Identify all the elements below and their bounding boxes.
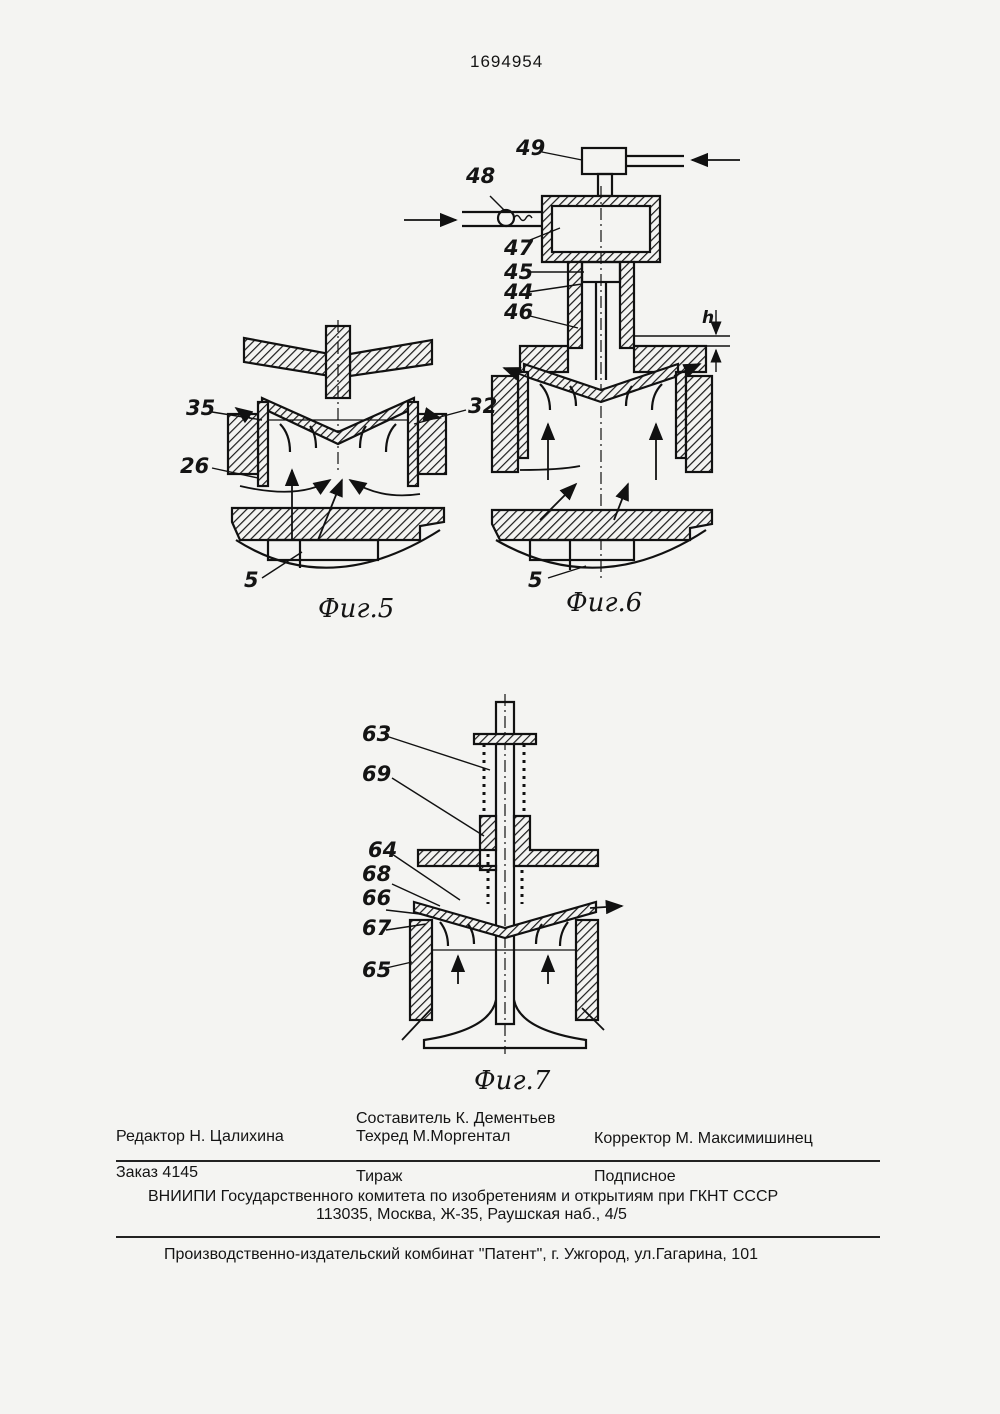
fig7-label-66: 66 (362, 888, 391, 909)
fig6-label-49: 49 (516, 138, 545, 159)
footer-publisher: Производственно-издательский комбинат "П… (164, 1246, 758, 1264)
footer-subscription: Подписное (594, 1168, 676, 1186)
fig5-label-32: 32 (468, 396, 497, 417)
fig6-label-h: h (702, 310, 714, 327)
fig5-label-26: 26 (180, 456, 209, 477)
fig7-label-67: 67 (362, 918, 391, 939)
footer-rule-bottom (116, 1236, 880, 1238)
fig6-label-5: 5 (528, 570, 543, 591)
fig7-label-63: 63 (362, 724, 391, 745)
figure-5-drawing (212, 320, 466, 578)
fig6-caption: Фиг.6 (566, 590, 642, 616)
footer-compiler: Составитель К. Дементьев (356, 1110, 555, 1128)
fig7-label-68: 68 (362, 864, 391, 885)
figure-6-drawing (404, 148, 740, 580)
footer-editor: Редактор Н. Цалихина (116, 1128, 284, 1146)
footer-order: Заказ 4145 (116, 1164, 198, 1182)
footer-organization: ВНИИПИ Государственного комитета по изоб… (148, 1188, 778, 1206)
fig6-label-46: 46 (504, 302, 533, 323)
footer-address: 113035, Москва, Ж-35, Раушская наб., 4/5 (316, 1206, 627, 1224)
fig7-label-64: 64 (368, 840, 397, 861)
fig5-label-5: 5 (244, 570, 259, 591)
fig5-label-35: 35 (186, 398, 215, 419)
footer-techred: Техред М.Моргентал (356, 1128, 510, 1146)
footer-rule-top (116, 1160, 880, 1162)
fig7-label-69: 69 (362, 764, 391, 785)
footer-corrector: Корректор М. Максимишинец (594, 1130, 813, 1148)
footer-circulation: Тираж (356, 1168, 403, 1186)
figure-7-drawing (386, 694, 622, 1054)
fig7-label-65: 65 (362, 960, 391, 981)
fig6-label-48: 48 (466, 166, 495, 187)
fig5-caption: Фиг.5 (318, 596, 394, 622)
fig6-label-47: 47 (504, 238, 533, 259)
fig7-caption: Фиг.7 (474, 1068, 550, 1094)
